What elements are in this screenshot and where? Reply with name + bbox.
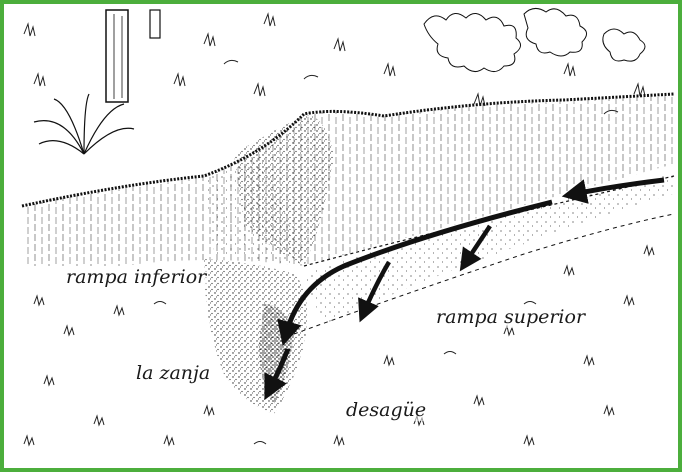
label-la-zanja: la zanja [134,362,212,384]
label-desague: desagüe [344,399,428,421]
ditch-illustration [4,4,678,468]
bush-icon [424,8,645,71]
label-rampa-superior: rampa superior [434,306,587,328]
label-rampa-inferior: rampa inferior [64,266,208,288]
palm-plant-icon [34,94,134,154]
berm-upper-bank [22,94,674,266]
